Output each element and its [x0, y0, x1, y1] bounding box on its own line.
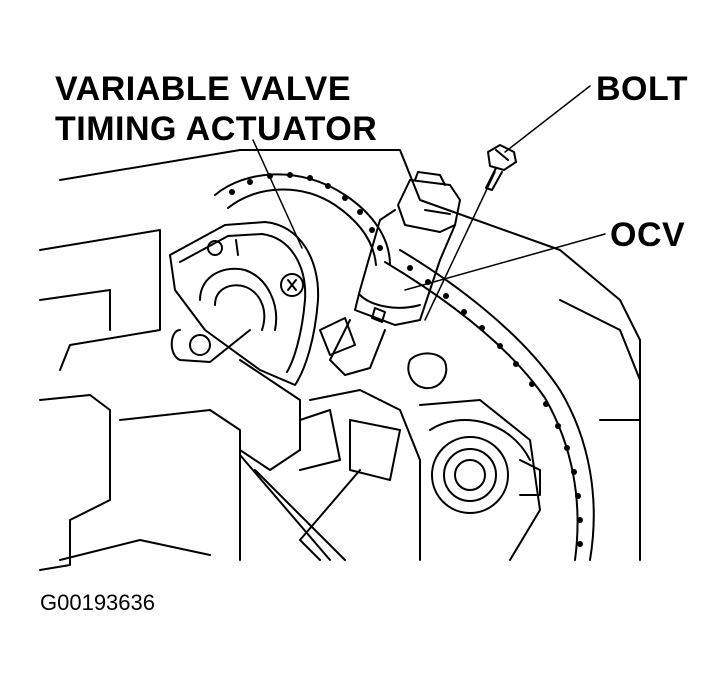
cam-sprocket: [419, 399, 541, 561]
bolt-part: [485, 144, 517, 191]
callout-leaders: [252, 85, 606, 321]
timing-chain: [214, 172, 595, 561]
engine-block-outline: [39, 149, 641, 571]
bolt-leader-line: [504, 85, 591, 153]
bolt-label: BOLT: [596, 70, 689, 108]
ocv-label: OCV: [610, 216, 686, 254]
ocv-solenoid: [329, 171, 461, 376]
mount-bracket: [170, 317, 448, 561]
ocv-leader-line: [404, 233, 606, 291]
vvt-label-line2: TIMING ACTUATOR: [55, 110, 378, 148]
figure-id-caption: G00193636: [40, 590, 155, 615]
vvt-actuator: [169, 221, 320, 386]
vvt-leader-line: [252, 139, 303, 249]
vvt-label-line1: VARIABLE VALVE: [55, 70, 352, 108]
